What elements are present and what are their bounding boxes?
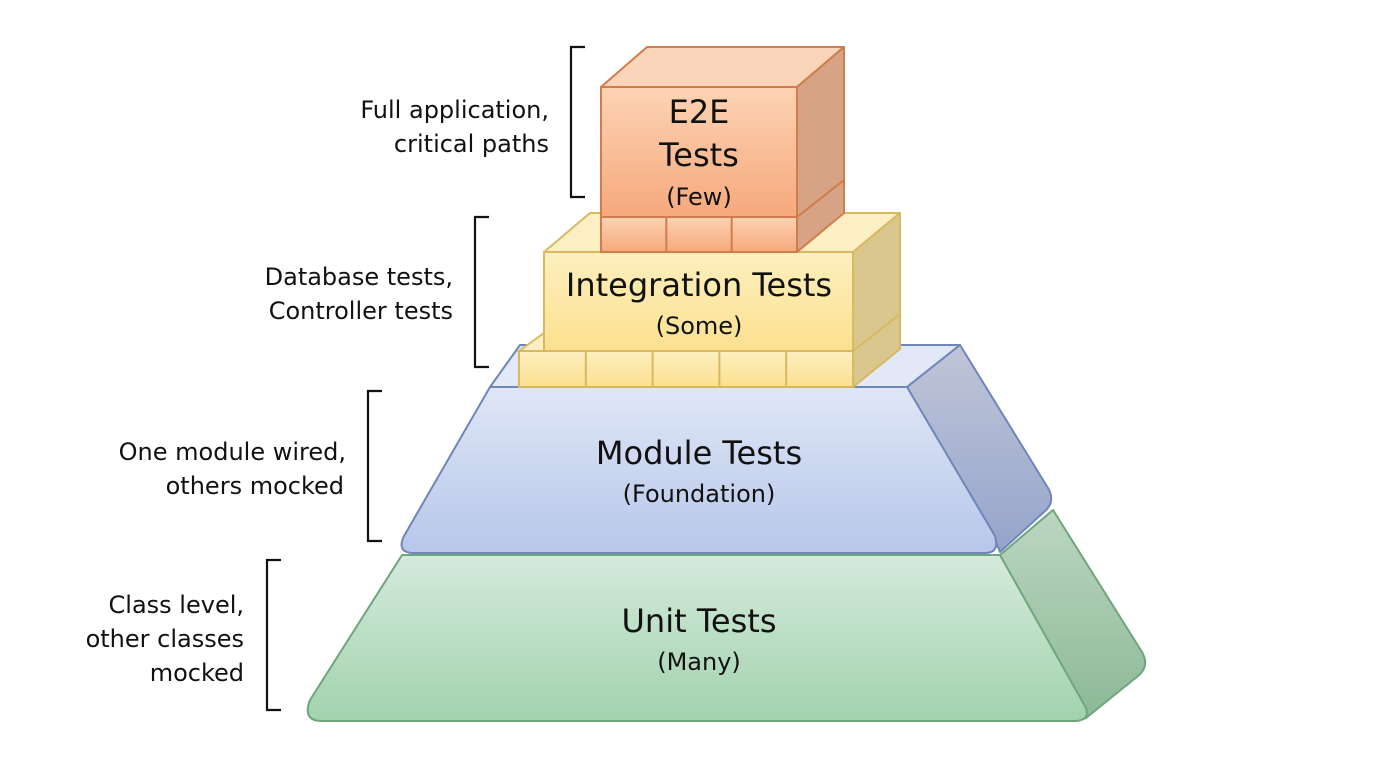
- tier-unit: Unit Tests (Many): [306, 509, 1147, 722]
- bracket-integration: [473, 215, 489, 369]
- integration-description-line2: Controller tests: [269, 297, 453, 325]
- bracket-module: [366, 389, 382, 543]
- bracket-e2e: [569, 45, 585, 199]
- annotation-module: One module wired, others mocked: [119, 389, 382, 543]
- e2e-tier-title-line2: Tests: [658, 136, 739, 174]
- unit-tier-subtitle: (Many): [657, 648, 741, 676]
- module-tier-subtitle: (Foundation): [623, 480, 776, 508]
- e2e-tier-subtitle: (Few): [666, 183, 732, 211]
- e2e-tier-title-line1: E2E: [669, 93, 730, 131]
- e2e-base-front: [600, 216, 798, 253]
- e2e-tier-front: [600, 86, 798, 218]
- module-description-line2: others mocked: [166, 472, 344, 500]
- integration-base-front: [518, 350, 854, 388]
- integration-tier-title: Integration Tests: [566, 266, 832, 304]
- integration-tier-subtitle: (Some): [656, 312, 743, 340]
- tier-e2e: E2E Tests (Few): [600, 46, 845, 253]
- module-description-line1: One module wired,: [119, 438, 346, 466]
- unit-tier-front: [306, 554, 1088, 722]
- unit-description-line3: mocked: [150, 659, 244, 687]
- e2e-description-line2: critical paths: [394, 130, 549, 158]
- integration-description-line1: Database tests,: [265, 263, 453, 291]
- module-tier-side: [906, 344, 1053, 553]
- annotation-e2e: Full application, critical paths: [360, 45, 585, 199]
- annotation-unit: Class level, other classes mocked: [86, 558, 281, 712]
- e2e-brick-dividers: [665, 217, 733, 252]
- module-tier-title: Module Tests: [596, 434, 802, 472]
- annotation-integration: Database tests, Controller tests: [265, 215, 489, 369]
- unit-description-line1: Class level,: [109, 591, 244, 619]
- integration-brick-dividers: [584, 351, 788, 387]
- integration-tier-front: [543, 251, 854, 352]
- module-tier-front: [400, 386, 998, 554]
- e2e-description-line1: Full application,: [360, 96, 549, 124]
- bracket-unit: [265, 558, 281, 712]
- unit-tier-title: Unit Tests: [622, 602, 777, 640]
- unit-description-line2: other classes: [86, 625, 244, 653]
